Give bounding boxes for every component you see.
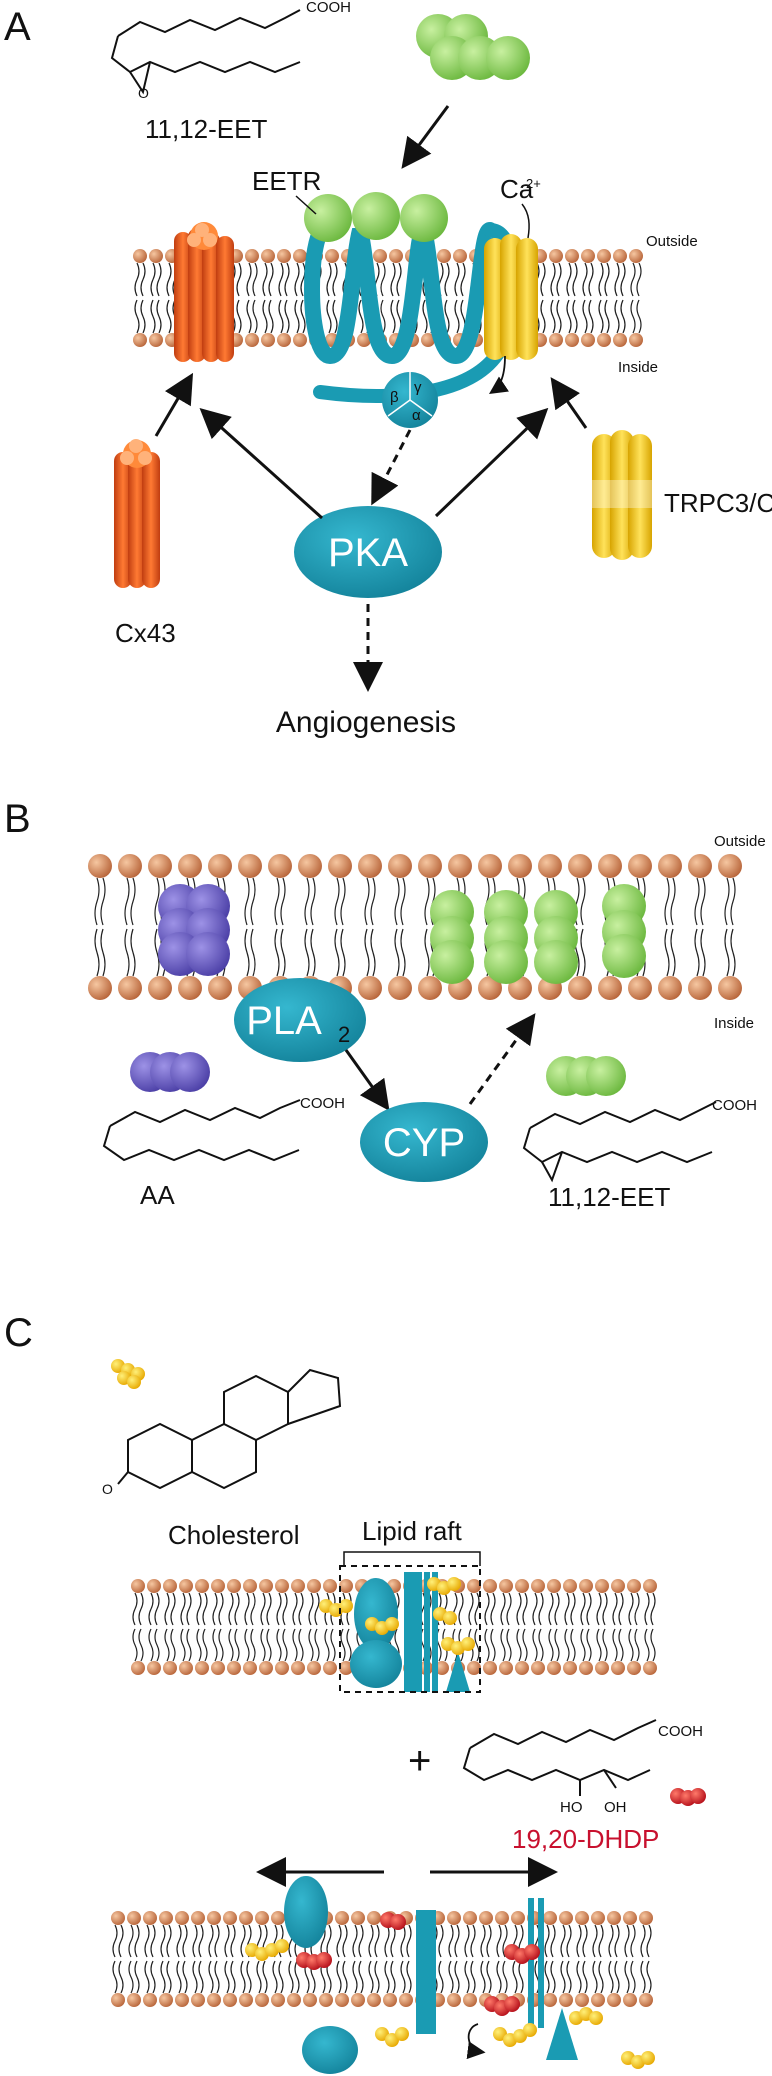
epoxide-o-a: O <box>138 85 149 101</box>
eet-label-a: 11,12-EET <box>145 114 267 144</box>
eet-structure-a <box>110 9 301 95</box>
dhdp-label: 19,20-DHDP <box>512 1824 659 1854</box>
dhdp-structure <box>462 1719 657 1796</box>
eet-label-b: 11,12-EET <box>548 1182 670 1212</box>
cholesterol-dots <box>111 1359 145 1389</box>
dispersed-proteins <box>284 1876 578 2074</box>
membrane-c-bottom <box>111 1911 653 2007</box>
dispersed-cholesterol <box>245 1939 655 2069</box>
cooh-label-dhdp: COOH <box>658 1723 703 1740</box>
cyp-label: CYP <box>383 1121 465 1165</box>
g-alpha: α <box>412 407 421 424</box>
cholesterol-label: Cholesterol <box>168 1520 300 1550</box>
pla2-label: PLA <box>246 999 322 1043</box>
cooh-label-a: COOH <box>306 0 351 16</box>
ho-label: HO <box>560 1799 583 1816</box>
cx43-free <box>114 439 160 588</box>
outside-label-a: Outside <box>646 233 698 250</box>
cyp-node <box>360 1102 488 1182</box>
aa-label: AA <box>140 1180 175 1210</box>
plus-sign: + <box>408 1739 431 1783</box>
cooh-label-aa: COOH <box>300 1095 345 1112</box>
trpc-label: TRPC3/C6 <box>664 488 772 518</box>
eet-molecule-glyph-b <box>546 1056 626 1096</box>
dispersed-dhdp <box>296 1912 540 2016</box>
membrane-c-top <box>131 1579 657 1675</box>
g-beta: β <box>390 389 399 406</box>
arrow-gprotein-to-pka <box>371 429 412 506</box>
eet-ligand-a <box>416 14 530 80</box>
membrane-b <box>88 854 742 1000</box>
cholesterol-structure <box>117 1368 342 1490</box>
cx43-label: Cx43 <box>115 618 176 648</box>
angiogenesis-label: Angiogenesis <box>276 706 456 739</box>
eet-in-membrane <box>430 884 646 984</box>
trpc-channel-free <box>588 430 658 560</box>
lipid-raft-bracket <box>343 1551 481 1566</box>
cholesterol-release-arrow <box>466 2023 486 2060</box>
inside-label-b: Inside <box>714 1015 754 1032</box>
g-protein <box>382 372 438 428</box>
pka-label: PKA <box>328 531 408 575</box>
arrow-cx43-to-membrane <box>154 372 194 437</box>
panel-c-label: C <box>4 1311 33 1355</box>
cx43-membrane <box>174 222 234 362</box>
pka-node <box>294 506 442 598</box>
eetr-pointer <box>295 195 317 215</box>
arrow-cyp-to-membrane <box>468 1013 536 1105</box>
pla2-node <box>234 978 366 1062</box>
ligand-arrow-a <box>401 105 450 169</box>
cooh-label-eet-b: COOH <box>712 1097 757 1114</box>
lipid-raft-box <box>339 1565 481 1693</box>
eetr-label: EETR <box>252 166 321 196</box>
arrow-trpc-to-membrane <box>550 377 588 429</box>
arrow-pka-to-cx43 <box>199 407 324 520</box>
ca-influx-arrow <box>489 355 509 394</box>
panel-b-label: B <box>4 797 31 841</box>
eetr-receptor <box>304 192 521 403</box>
lipid-raft-label: Lipid raft <box>362 1516 462 1546</box>
ca-pointer <box>521 203 530 239</box>
aa-molecule-glyph <box>130 1052 210 1092</box>
outside-label-b: Outside <box>714 833 766 850</box>
inside-label-a: Inside <box>618 359 658 376</box>
pla2-subscript: 2 <box>338 1022 350 1047</box>
ca-label: Ca <box>500 174 534 204</box>
aa-structure <box>102 1099 301 1162</box>
raft-cholesterol <box>319 1577 475 1655</box>
ca-sup: 2+ <box>526 176 541 191</box>
oh-label: OH <box>604 1799 627 1816</box>
panel-a-label: A <box>4 5 31 49</box>
arrow-pka-to-trpc <box>434 407 549 518</box>
eet-structure-b <box>522 1101 717 1183</box>
trpc-channel-membrane <box>484 234 538 360</box>
dhdp-dots <box>670 1788 706 1806</box>
cholesterol-o: O <box>102 1481 113 1497</box>
g-gamma: γ <box>414 379 422 396</box>
pla2-in-membrane <box>158 884 230 976</box>
arrow-pla2-to-cyp <box>344 1049 390 1111</box>
